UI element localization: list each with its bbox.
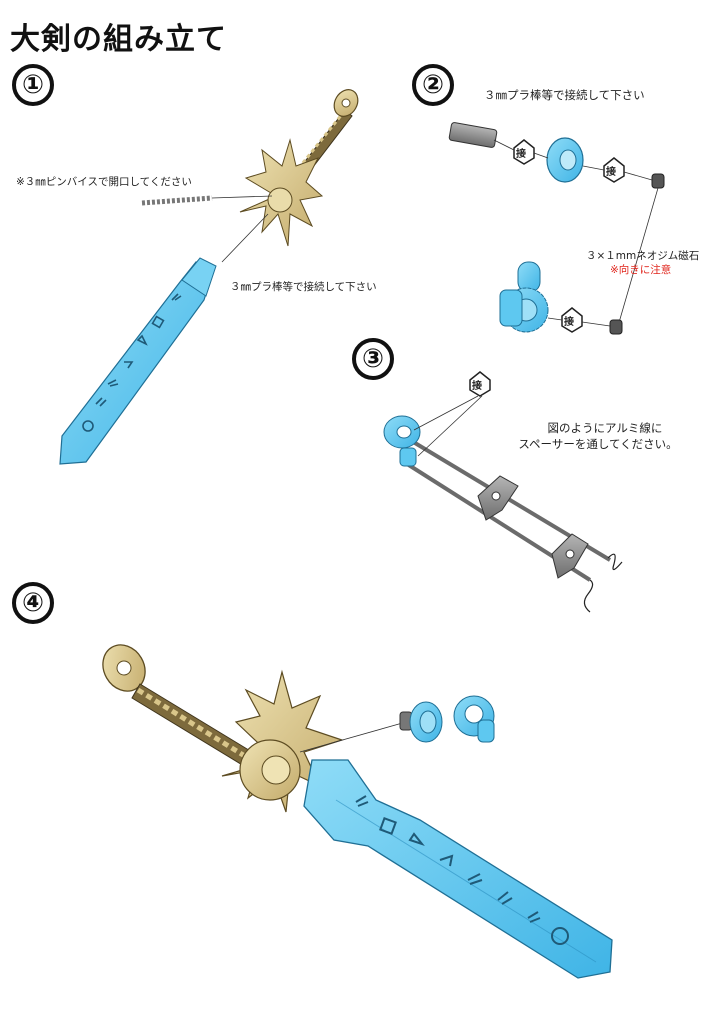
- step2-joint-hex-1: [513, 139, 535, 165]
- step1-rod-leader: [221, 213, 269, 263]
- step1-pin: [141, 195, 213, 206]
- step2-joint-hex-3: [561, 307, 583, 333]
- step3-wire-end-2: [583, 579, 594, 613]
- step3-parts: [383, 371, 623, 613]
- step1-blade-runes: [82, 293, 182, 432]
- step2-disc-center: [559, 149, 577, 171]
- step2-magnet-1: [651, 173, 665, 189]
- step-number-3: ③: [352, 338, 394, 380]
- step1-blade-collar: [181, 257, 217, 297]
- step1-blade: [59, 261, 215, 465]
- step-number-2: ②: [412, 64, 454, 106]
- step3-wire-note-line1: 図のようにアルミ線に: [547, 421, 663, 435]
- page-title: 大剣の組み立て: [10, 22, 227, 57]
- step2-joint-label-3: 接: [564, 317, 574, 328]
- step1-sword: [59, 89, 359, 465]
- step2-joint-hex-2: [603, 157, 625, 183]
- step1-pin-leader: [211, 195, 273, 199]
- step4-guard-core: [261, 755, 291, 785]
- step-number-4: ④: [12, 582, 54, 624]
- step-number-1: ①: [12, 64, 54, 106]
- step3-wire-note-line2: スペーサーを通してください。: [518, 437, 678, 451]
- step2-joint-label-1: 接: [516, 149, 526, 160]
- step2-magnet-2: [609, 319, 623, 335]
- step2-joint-label-2: 接: [606, 167, 616, 178]
- step3-joint-label: 接: [472, 381, 482, 392]
- step3-joint-hex: [469, 371, 491, 397]
- step4-handle-wrap: [136, 687, 250, 761]
- step1-rod-note: ３㎜プラ棒等で接続して下さい: [230, 281, 377, 293]
- step4-blue-clip: [453, 695, 495, 743]
- step3-spacer-1: [477, 475, 519, 521]
- step2-parts: [448, 122, 665, 335]
- step4-sword: [102, 644, 613, 979]
- step4-leader: [299, 721, 407, 753]
- step2-magnet-note: ３×１mmネオジム磁石: [586, 250, 700, 262]
- step2-magnet-warning: ※向きに注意: [610, 264, 672, 276]
- step4-blade: [303, 759, 613, 979]
- step1-pin-note: ※３㎜ピンバイスで開口してください: [16, 176, 192, 188]
- step3-blue-part: [383, 415, 421, 467]
- step3-spacer-2: [551, 533, 589, 579]
- step2-rod: [448, 122, 498, 148]
- step4-blue-disc: [399, 701, 443, 743]
- step3-wire-end-1: [607, 553, 623, 571]
- step4-blade-runes: [355, 795, 569, 945]
- step2-gear-part: [499, 261, 549, 333]
- step4-pommel-ring: [116, 660, 132, 676]
- step2-magnet-leader: [617, 187, 659, 327]
- step1-guard-core: [267, 187, 293, 213]
- step2-rod-note: ３㎜プラ棒等で接続して下さい: [484, 88, 645, 102]
- step1-pommel-ring: [341, 98, 351, 108]
